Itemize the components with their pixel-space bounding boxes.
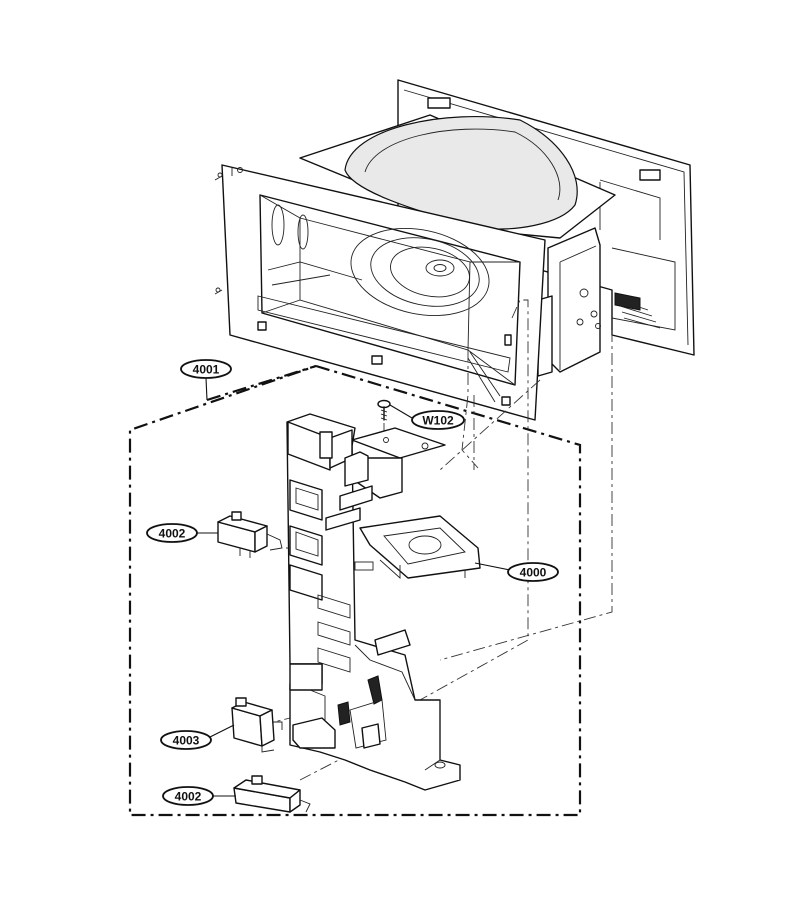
latch-bracket [286,413,481,791]
callout-4003-label: 4003 [173,734,200,748]
micro-switch-4003 [231,697,283,753]
callout-4002-lower-label: 4002 [175,790,202,804]
callout-4002-upper-label: 4002 [159,527,186,541]
callout-4002-lower: 4002 [162,786,214,806]
assembly-4001-boundary [128,364,582,817]
callout-4001-label: 4001 [193,363,220,377]
callout-4001: 4001 [180,359,232,379]
callout-4000-label: 4000 [520,566,547,580]
callout-4003: 4003 [160,730,212,750]
callout-4002-upper: 4002 [146,523,198,543]
screw-w102 [377,399,413,421]
microwave-cavity-assembly [214,79,695,421]
callout-w102-label: W102 [422,414,454,428]
callout-w102: W102 [411,410,465,430]
callout-4000: 4000 [507,562,559,582]
micro-switch-4002-upper [217,511,283,558]
micro-switch-4002-lower [233,775,311,813]
